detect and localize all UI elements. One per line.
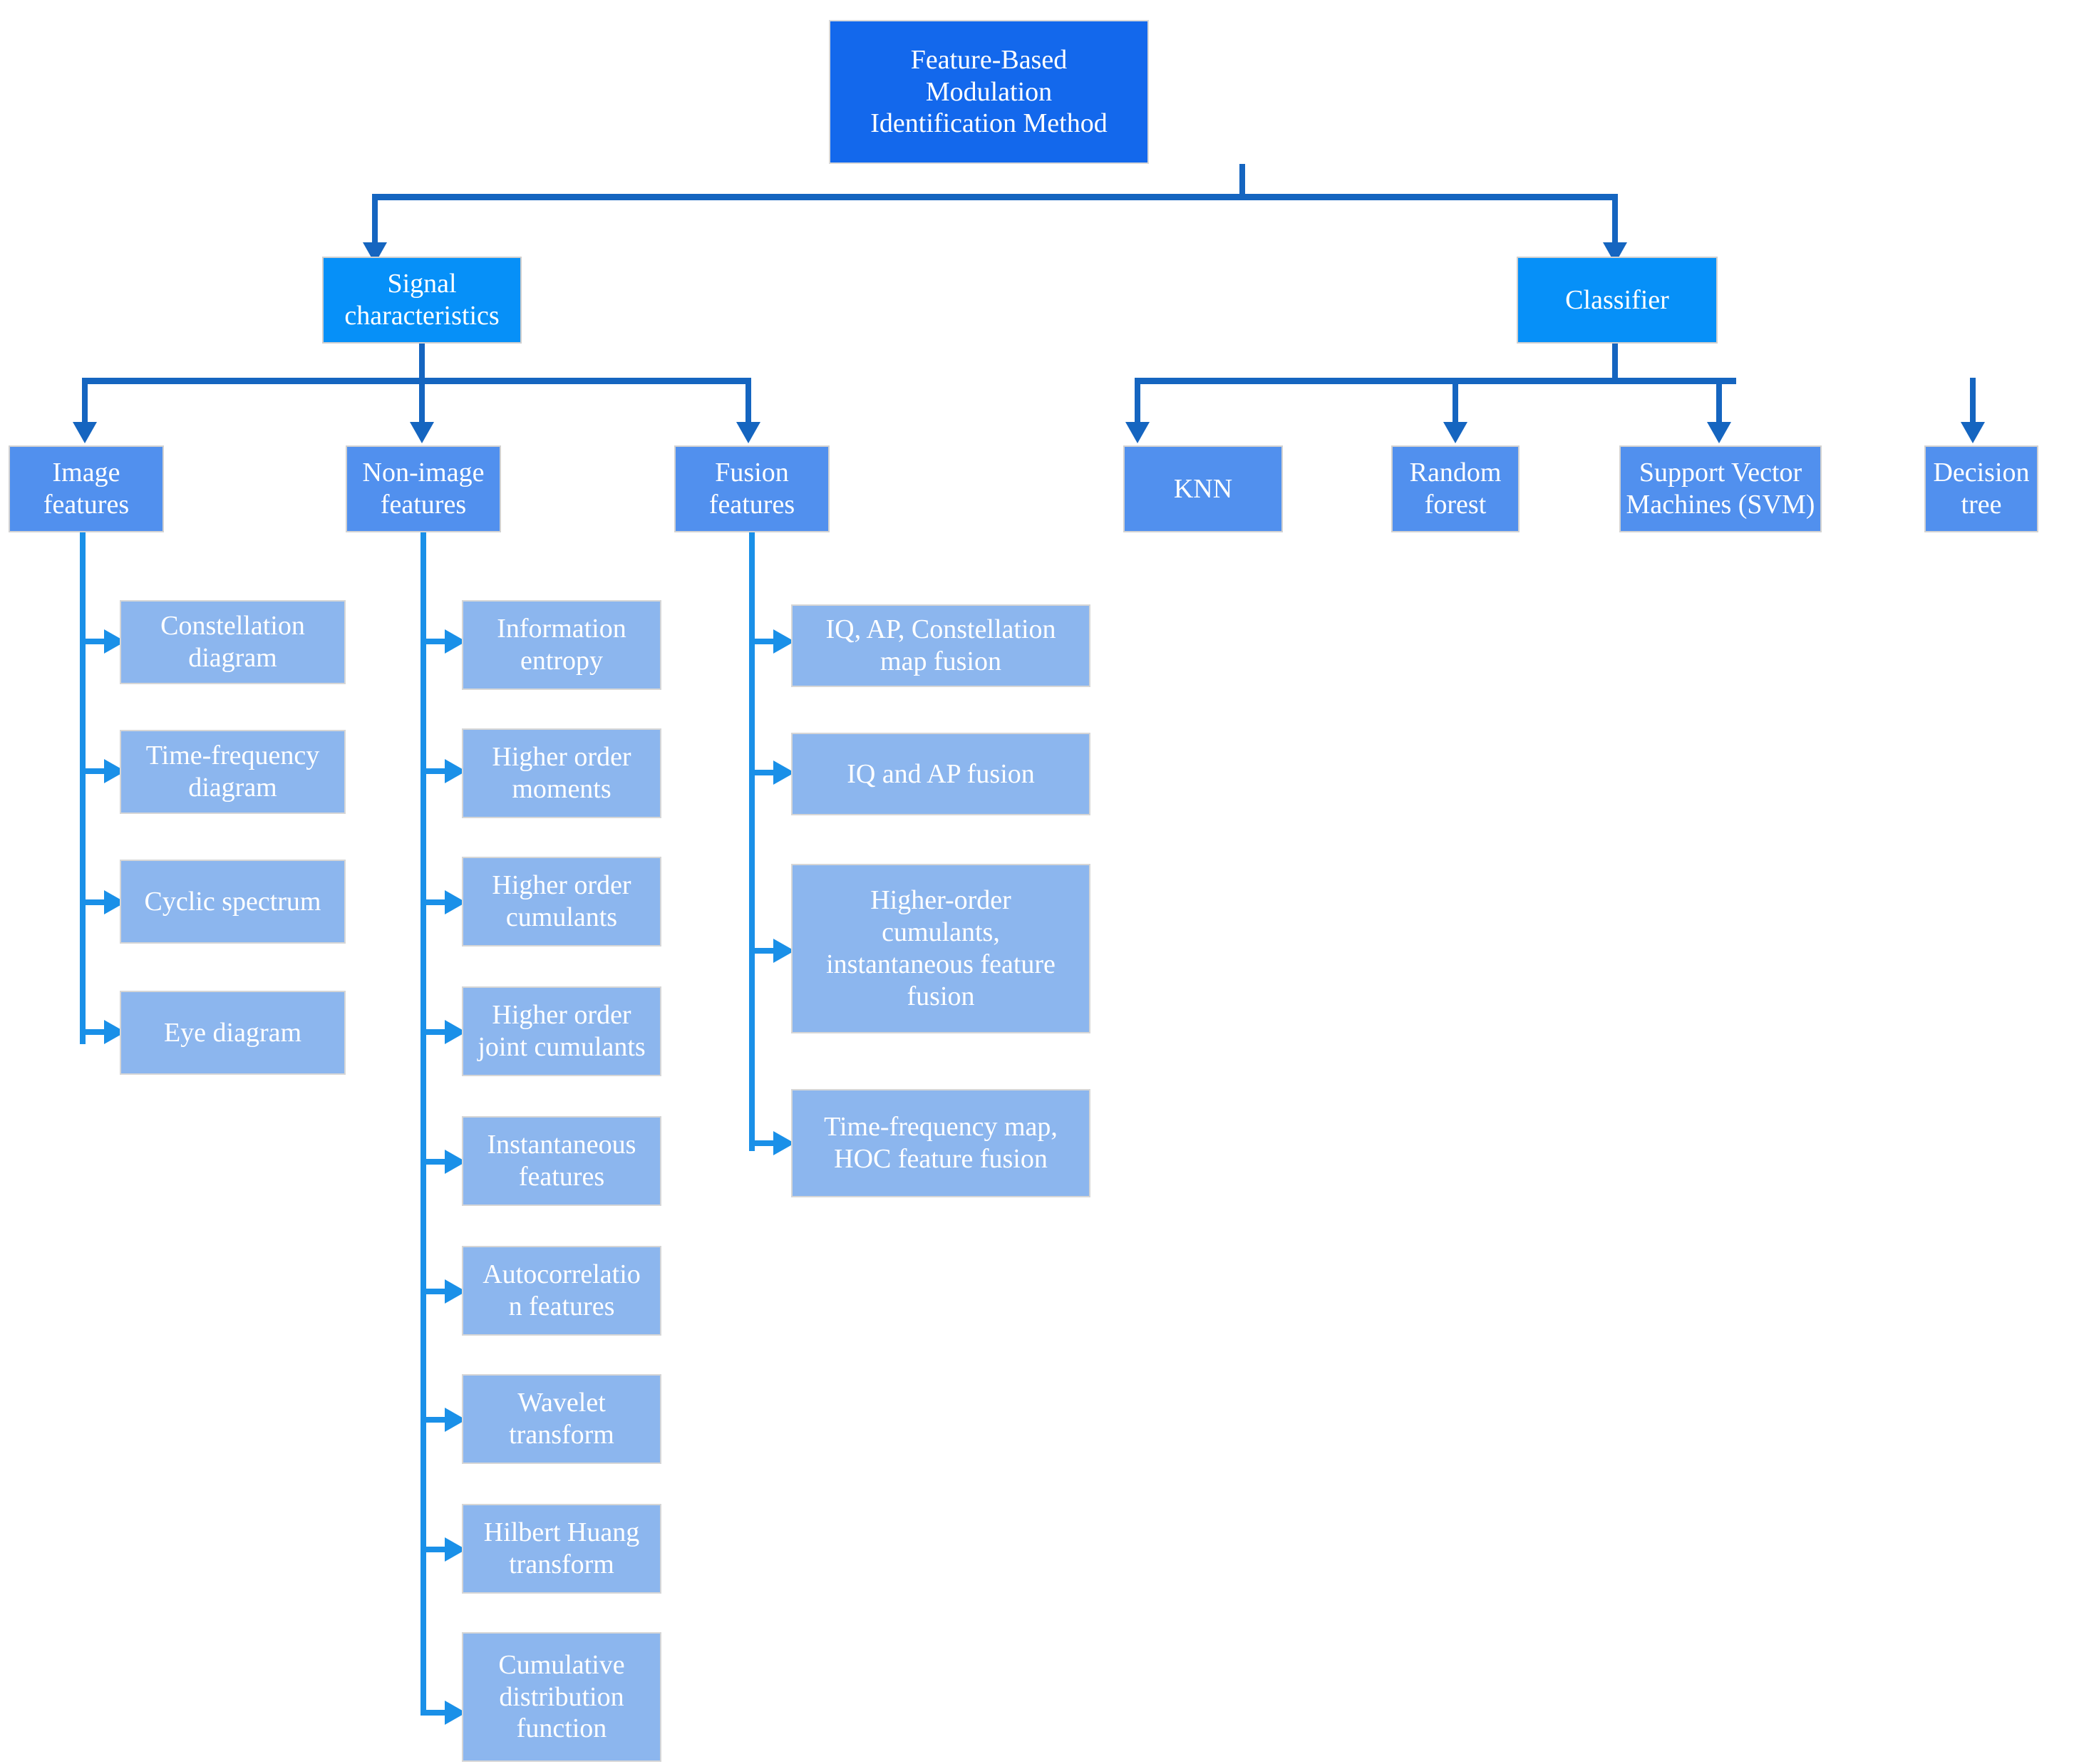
connector-root-to-classifier [1612,194,1618,247]
connector-signal-to-nonimage [419,378,425,426]
node-classifier-svm[interactable]: Support Vector Machines (SVM) [1619,445,1822,532]
node-iq-ap-constellation-map-fusion[interactable]: IQ, AP, Constellation map fusion [791,604,1090,687]
connector-signal-to-fusion [745,378,751,426]
connector-fusion-features-spine [749,532,755,1151]
node-autocorrelation-features[interactable]: Autocorrelatio n features [462,1246,661,1336]
node-classifier-random-forest[interactable]: Random forest [1391,445,1520,532]
connector-image-features-spine [80,532,86,1044]
connector-fusion-leaf-1 [749,639,776,644]
connector-fusion-leaf-3 [749,948,776,954]
connector-classifier-to-dt [1970,378,1976,426]
node-classifier[interactable]: Classifier [1517,257,1718,344]
node-higher-order-cumulants-instantaneous-feature-fusion[interactable]: Higher-order cumulants, instantaneous fe… [791,864,1090,1033]
arrowhead-classifier-to-knn [1125,422,1150,443]
node-higher-order-moments[interactable]: Higher order moments [462,728,661,818]
connector-nonimage-leaf-4 [421,1029,448,1035]
node-hilbert-huang-transform[interactable]: Hilbert Huang transform [462,1504,661,1594]
node-classifier-knn[interactable]: KNN [1123,445,1283,532]
connector-signal-bar [82,378,751,384]
connector-nonimage-leaf-5 [421,1159,448,1165]
connector-root-bar [372,194,1618,200]
connector-nonimage-leaf-2 [421,768,448,774]
node-non-image-features[interactable]: Non-image features [346,445,501,532]
node-time-frequency-map-hoc-feature-fusion[interactable]: Time-frequency map, HOC feature fusion [791,1089,1090,1197]
node-constellation-diagram[interactable]: Constellation diagram [120,600,346,684]
node-higher-order-joint-cumulants[interactable]: Higher order joint cumulants [462,986,661,1076]
node-image-features[interactable]: Image features [9,445,164,532]
connector-nonimage-leaf-8 [421,1547,448,1552]
arrowhead-classifier-to-rf [1443,422,1467,443]
connector-image-leaf-3 [80,899,107,905]
connector-classifier-bar [1135,378,1736,384]
connector-image-leaf-4 [80,1029,107,1035]
node-cyclic-spectrum[interactable]: Cyclic spectrum [120,860,346,944]
connector-nonimage-leaf-6 [421,1289,448,1294]
connector-signal-stem [419,344,425,381]
connector-image-leaf-1 [80,639,107,644]
connector-image-leaf-2 [80,768,107,774]
connector-non-image-features-spine [421,532,426,1716]
node-signal-characteristics[interactable]: Signal characteristics [322,257,522,344]
node-instantaneous-features[interactable]: Instantaneous features [462,1116,661,1206]
connector-signal-to-image [82,378,88,426]
connector-classifier-to-rf [1453,378,1458,426]
connector-nonimage-leaf-9 [421,1710,448,1716]
arrowhead-signal-to-image [73,422,97,443]
node-cumulative-distribution-function[interactable]: Cumulative distribution function [462,1632,661,1762]
node-classifier-decision-tree[interactable]: Decision tree [1924,445,2038,532]
node-time-frequency-diagram[interactable]: Time-frequency diagram [120,730,346,814]
node-fusion-features[interactable]: Fusion features [674,445,830,532]
connector-root-stem [1239,164,1245,198]
node-root[interactable]: Feature-Based Modulation Identification … [829,20,1149,164]
connector-root-to-signal [372,194,378,247]
node-higher-order-cumulants[interactable]: Higher order cumulants [462,857,661,947]
connector-nonimage-leaf-7 [421,1417,448,1423]
node-wavelet-transform[interactable]: Wavelet transform [462,1374,661,1464]
arrowhead-signal-to-fusion [736,422,760,443]
node-information-entropy[interactable]: Information entropy [462,600,661,690]
node-iq-and-ap-fusion[interactable]: IQ and AP fusion [791,733,1090,815]
connector-classifier-stem [1612,344,1618,381]
connector-fusion-leaf-2 [749,770,776,775]
arrowhead-signal-to-nonimage [410,422,434,443]
connector-nonimage-leaf-1 [421,639,448,644]
arrowhead-classifier-to-dt [1961,422,1985,443]
arrowhead-classifier-to-svm [1707,422,1731,443]
connector-nonimage-leaf-3 [421,899,448,905]
connector-classifier-to-knn [1135,378,1140,426]
connector-classifier-to-svm [1716,378,1722,426]
connector-fusion-leaf-4 [749,1140,776,1146]
node-eye-diagram[interactable]: Eye diagram [120,991,346,1075]
